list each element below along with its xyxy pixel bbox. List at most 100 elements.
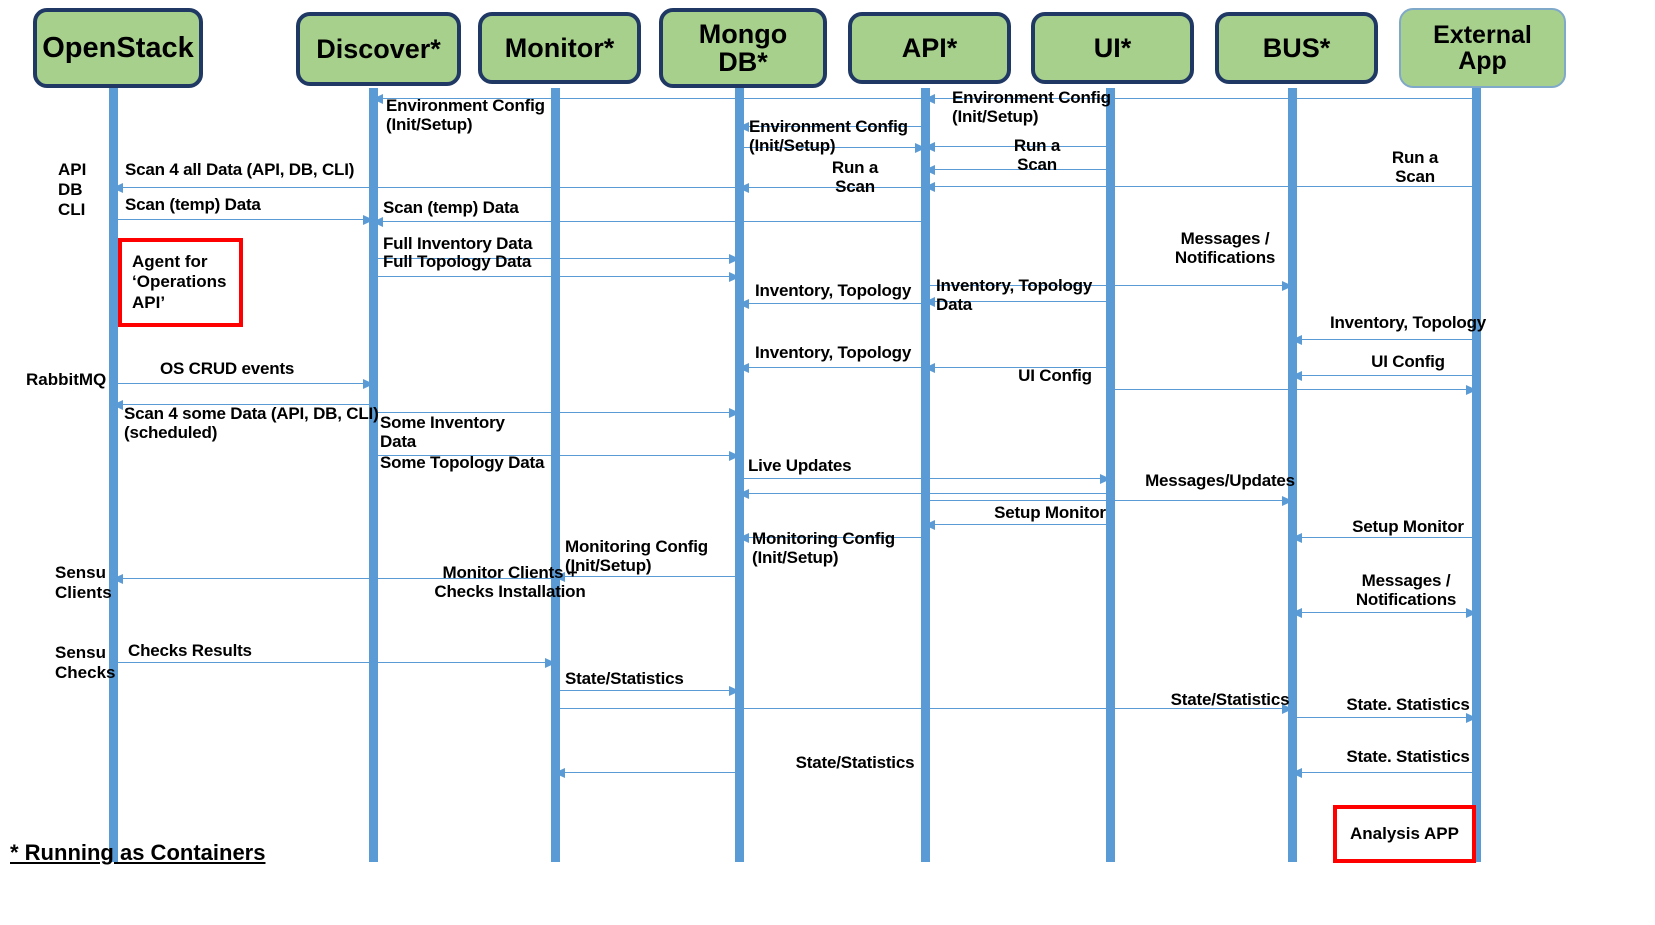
message-line-ui-config-ui-to-api [924, 362, 1110, 373]
lifeline-discover [369, 88, 378, 862]
actor-box-externalapp[interactable]: External App [1399, 8, 1566, 88]
arrowhead-left-icon [1291, 370, 1302, 381]
actor-label-bus: BUS* [1262, 32, 1331, 63]
message-line-env-config-extapp-to-api [924, 93, 1476, 104]
message-label-some-inventory-data: Some Inventory Data [380, 413, 505, 452]
message-label-inventory-topology-data-ui-to-api: Inventory, Topology Data [936, 276, 1093, 315]
arrowhead-right-icon [1100, 473, 1111, 484]
actor-label-externalapp: External App [1433, 20, 1532, 75]
message-label-setup-monitor-extapp-to-bus: Setup Monitor [1352, 517, 1464, 536]
actor-box-ui[interactable]: UI* [1031, 12, 1194, 84]
message-label-scan-temp-data-os-to-discover: Scan (temp) Data [125, 195, 261, 214]
message-label-inventory-topology-api-to-mongo-2: Inventory, Topology [755, 343, 912, 362]
message-line-monitoring-config-api-to-mongo [738, 532, 925, 543]
arrowhead-left-icon [1291, 334, 1302, 345]
message-line-state-statistics-monitor-mongo [555, 685, 740, 696]
message-line-state-statistics-mongo-monitor [554, 767, 739, 778]
message-line-messages-notifications-api-to-bus [925, 280, 1293, 291]
note-agent-operations-api: Agent for ‘Operations API’ [118, 238, 243, 327]
arrowhead-right-icon [729, 407, 740, 418]
message-line-bus-passthrough-1 [1110, 384, 1477, 395]
actor-box-api[interactable]: API* [848, 12, 1011, 84]
arrowhead-left-icon [924, 519, 935, 530]
arrowhead-left-icon [1291, 532, 1302, 543]
lifeline-mongodb [735, 88, 744, 862]
arrowhead-left-icon [554, 571, 565, 582]
arrowhead-left-icon [1291, 607, 1302, 618]
arrowhead-left-icon [924, 362, 935, 373]
arrowhead-right-icon [1282, 495, 1293, 506]
actor-box-mongodb[interactable]: Mongo DB* [659, 8, 827, 88]
arrowhead-left-icon [372, 93, 383, 104]
lifeline-monitor [551, 88, 560, 862]
message-line-env-config-mongo-to-api [739, 142, 926, 153]
message-line-env-config-ui-to-api [924, 141, 1110, 152]
message-line-scan-temp-data-os-to-discover [113, 214, 374, 225]
footnote-running-as-containers: * Running as Containers [10, 840, 266, 865]
message-label-ui-config-extapp-to-bus: UI Config [1371, 352, 1445, 371]
arrowhead-left-icon [738, 488, 749, 499]
gutter-label-rabbitmq: RabbitMQ [26, 370, 107, 389]
message-line-inventory-topology-api-to-mongo [738, 298, 925, 309]
arrowhead-right-icon [1466, 712, 1477, 723]
arrowhead-right-icon [1466, 607, 1477, 618]
message-label-run-a-scan-api-to-mongo: Run a Scan [831, 158, 879, 197]
arrowhead-right-icon [729, 685, 740, 696]
message-line-scan-all-data-api-to-os [112, 182, 925, 193]
message-line-run-a-scan-extapp-to-api [924, 181, 1476, 192]
message-label-scan-some-data: Scan 4 some Data (API, DB, CLI) (schedul… [124, 404, 379, 443]
arrowhead-left-icon [924, 181, 935, 192]
actor-box-openstack[interactable]: OpenStack [33, 8, 203, 88]
arrowhead-right-icon [1282, 280, 1293, 291]
message-line-state-statistics-extapp-bus [1291, 767, 1476, 778]
arrowhead-left-icon [554, 767, 565, 778]
message-line-monitoring-config-mongo-to-monitor [554, 571, 739, 582]
message-label-live-updates-mongo-to-ui: Live Updates [748, 456, 852, 475]
lifeline-bus [1288, 88, 1297, 862]
arrowhead-right-icon [363, 378, 374, 389]
lifeline-openstack [109, 88, 118, 862]
actor-label-mongodb: Mongo DB* [698, 18, 788, 77]
message-label-ui-config-ui-to-api: UI Config [1018, 366, 1092, 385]
arrowhead-left-icon [738, 532, 749, 543]
message-label-setup-monitor-ui-to-api: Setup Monitor [994, 503, 1106, 522]
message-line-scan-temp-data-api-to-discover [372, 216, 925, 227]
message-label-monitor-clients-checks: Monitor Clients + Checks Installation [434, 563, 586, 602]
message-line-state-statistics-monitor-bus [555, 703, 1293, 714]
actor-box-discover[interactable]: Discover* [296, 12, 461, 86]
message-label-os-crud-events: OS CRUD events [160, 359, 295, 378]
lifeline-externalapp [1472, 88, 1481, 862]
message-label-checks-results: Checks Results [128, 641, 252, 660]
message-label-env-config-extapp-to-api: Environment Config (Init/Setup) [952, 88, 1111, 127]
message-line-run-a-scan-ui-to-api [924, 164, 1110, 175]
message-label-scan-temp-data-api-to-discover: Scan (temp) Data [383, 198, 519, 217]
message-label-run-a-scan-extapp-to-api: Run a Scan [1391, 148, 1439, 187]
arrowhead-left-icon [738, 121, 749, 132]
gutter-label-sensu-checks: Sensu Checks [55, 643, 116, 683]
message-line-env-config-api-to-discover [372, 93, 925, 104]
message-label-state-statistics-bus-extapp: State. Statistics [1346, 695, 1470, 714]
arrowhead-left-icon [924, 164, 935, 175]
note-analysis-app: Analysis APP [1333, 805, 1476, 863]
gutter-label-api-db-cli: API DB CLI [58, 160, 87, 220]
message-label-some-topology-data: Some Topology Data [380, 453, 545, 472]
message-label-scan-all-data-api-to-os: Scan 4 all Data (API, DB, CLI) [125, 160, 355, 179]
actor-box-monitor[interactable]: Monitor* [478, 12, 641, 84]
actor-box-bus[interactable]: BUS* [1215, 12, 1378, 84]
message-line-full-topology-data [373, 271, 740, 282]
message-line-messages-notifications-bus-extapp [1291, 607, 1477, 618]
message-label-inventory-topology-api-to-mongo: Inventory, Topology [755, 281, 912, 300]
message-label-full-inventory-data: Full Inventory Data [383, 234, 533, 253]
arrowhead-right-icon [729, 450, 740, 461]
message-line-live-updates-return [738, 488, 1110, 499]
message-line-checks-results [113, 657, 556, 668]
message-label-inventory-topology-extapp-to-bus: Inventory, Topology [1329, 313, 1487, 332]
arrowhead-left-icon [924, 296, 935, 307]
message-line-setup-monitor-extapp-to-bus [1291, 532, 1476, 543]
message-label-messages-notifications-bus-extapp: Messages / Notifications [1355, 571, 1457, 610]
actor-label-monitor: Monitor* [504, 32, 615, 63]
message-line-os-crud-events [113, 378, 374, 389]
message-label-full-topology-data: Full Topology Data [383, 252, 532, 271]
actor-label-ui: UI* [1093, 32, 1132, 63]
message-line-scan-some-data [112, 399, 373, 410]
